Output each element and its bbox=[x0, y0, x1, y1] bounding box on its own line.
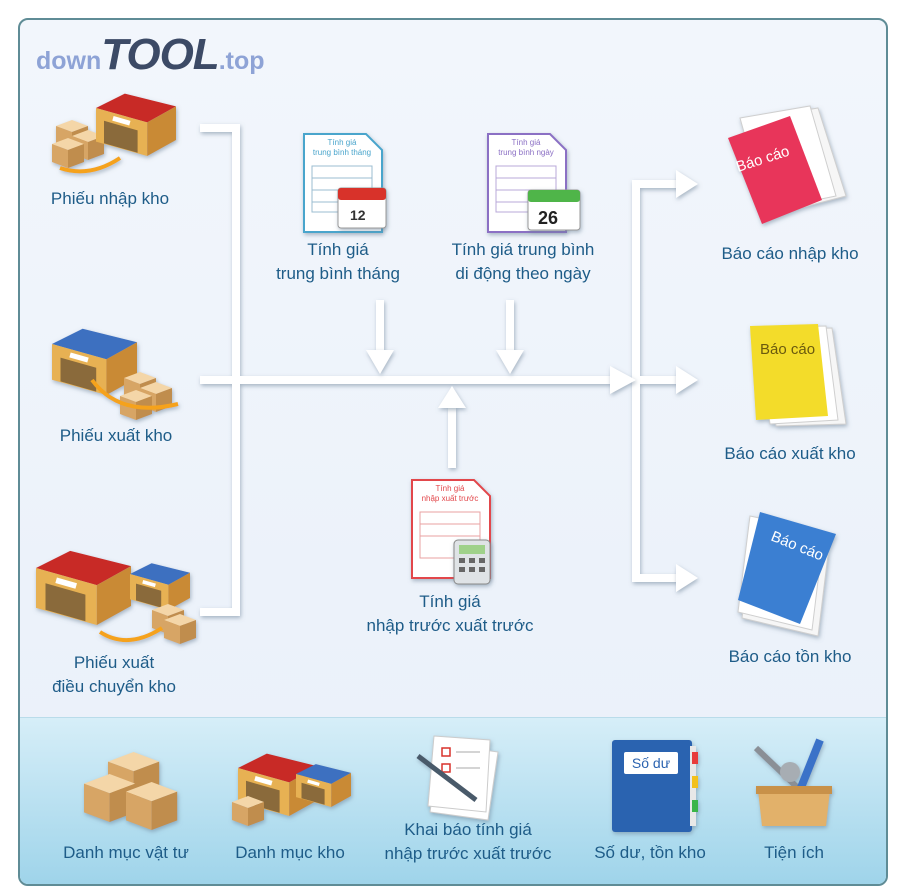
balance-book-icon: Số dư bbox=[612, 740, 698, 832]
method-label-daily-2: di động theo ngày bbox=[455, 264, 591, 283]
input-label-export: Phiếu xuất kho bbox=[59, 426, 173, 445]
footer-item-warehouse-list[interactable]: Danh mục kho bbox=[235, 843, 345, 862]
report-stock-folder-icon: Báo cáo bbox=[737, 512, 836, 637]
calculator-icon bbox=[453, 539, 491, 585]
report-export-folder-icon: Báo cáo bbox=[750, 324, 847, 427]
calendar-icon: 12 bbox=[337, 187, 387, 229]
input-label-transfer-1: Phiếu xuất bbox=[73, 653, 155, 672]
doc-subtitle-2: trung bình ngày bbox=[498, 148, 554, 157]
method-label-daily-1: Tính giá trung bình bbox=[451, 240, 595, 259]
material-boxes-icon bbox=[84, 752, 178, 830]
report-import-folder-icon: Báo cáo bbox=[728, 105, 847, 224]
doc-subtitle-3: nhập xuất trước bbox=[422, 494, 479, 503]
calendar-number-2: 26 bbox=[538, 208, 558, 228]
method-label-monthly-1: Tính giá bbox=[307, 240, 369, 259]
doc-subtitle-1: trung bình tháng bbox=[313, 148, 371, 157]
calendar-number-1: 12 bbox=[350, 207, 366, 223]
logo: downTOOL.top bbox=[36, 30, 265, 79]
arrow-heads bbox=[366, 170, 698, 592]
report-label-export: Báo cáo xuất kho bbox=[724, 444, 856, 463]
footer-item-fifo-config-2[interactable]: nhập trước xuất trước bbox=[384, 844, 552, 863]
doc-title-3: Tính giá bbox=[436, 484, 465, 493]
footer-item-balance[interactable]: Số dư, tồn kho bbox=[594, 843, 706, 862]
input-label-transfer-2: điều chuyển kho bbox=[52, 677, 176, 696]
calendar-icon: 26 bbox=[527, 189, 581, 231]
method-label-fifo-1: Tính giá bbox=[419, 592, 481, 611]
footer-item-material-list[interactable]: Danh mục vật tư bbox=[63, 843, 189, 862]
input-label-import: Phiếu nhập kho bbox=[50, 189, 170, 208]
balance-book-text: Số dư bbox=[632, 755, 670, 771]
toolbox-icon bbox=[753, 738, 832, 826]
flow-arrows bbox=[200, 124, 678, 616]
warehouse-transfer-icon bbox=[36, 550, 196, 644]
footer-item-fifo-config-1[interactable]: Khai báo tính giá bbox=[404, 820, 532, 839]
warehouse-export-icon bbox=[52, 328, 179, 420]
report-cover-text-2: Báo cáo bbox=[760, 341, 815, 358]
report-label-stock: Báo cáo tồn kho bbox=[728, 647, 852, 666]
report-label-import: Báo cáo nhập kho bbox=[721, 244, 859, 263]
warehouse-import-icon bbox=[52, 93, 176, 174]
doc-title-2: Tính giá bbox=[512, 138, 541, 147]
warehouse-list-icon bbox=[232, 753, 351, 826]
method-label-fifo-2: nhập trước xuất trước bbox=[366, 616, 534, 635]
checklist-pen-icon bbox=[416, 735, 499, 821]
doc-title-1: Tính giá bbox=[328, 138, 357, 147]
method-label-monthly-2: trung bình tháng bbox=[276, 264, 400, 283]
footer-item-utilities[interactable]: Tiện ích bbox=[764, 843, 824, 862]
